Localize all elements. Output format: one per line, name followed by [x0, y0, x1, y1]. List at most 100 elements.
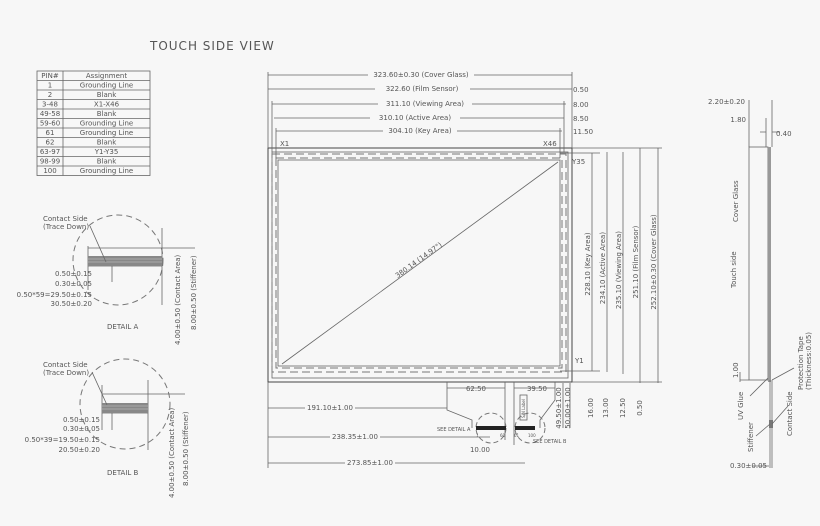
right-offset-0: 16.00 [587, 398, 595, 418]
detail-a: Contact Side (Trace Down) 0.50±0.15 0.30… [17, 214, 198, 345]
dim-49-50: 49.50±1.00 [555, 387, 563, 429]
front-view: 380.14 (14.97") X1 X46 Y35 Y1 323.60±0.3… [267, 70, 662, 468]
detail-b-marker [514, 412, 546, 444]
uv-glue-label: UV Glue [737, 392, 745, 420]
pin-assignment: Grounding Line [80, 129, 133, 137]
detail-b-callout-2: (Trace Down) [43, 369, 89, 377]
pin-assignment: Blank [97, 110, 117, 118]
pin-assignment: Y1-Y35 [94, 148, 119, 156]
right-dimensions: 228.10 (Key Area) 234.10 (Active Area) 2… [560, 147, 662, 418]
side-stiffener [769, 420, 773, 428]
side-dim-1-80: 1.80 [730, 116, 746, 124]
diagonal-line [281, 161, 559, 365]
dim-191-10: 191.10±1.00 [307, 404, 353, 412]
detail-a-callout-2: (Trace Down) [43, 223, 89, 231]
contact-strip-a [88, 256, 162, 266]
pin-assignment: Grounding Line [80, 167, 133, 175]
active-area-width: 310.10 (Active Area) [379, 114, 451, 122]
viewing-area-outline [271, 153, 567, 373]
connector-a [476, 426, 506, 430]
pin-number: 63-97 [40, 148, 60, 156]
pin-assignment: Blank [97, 91, 117, 99]
dim-10-00: 10.00 [470, 446, 490, 454]
offset-0: 0.50 [573, 86, 589, 94]
pin-number: 49-58 [40, 110, 60, 118]
see-detail-a: SEE DETAIL A [437, 427, 471, 433]
active-area-outline [275, 157, 563, 369]
pin-number: 1 [48, 82, 52, 90]
pin-61: 61 [514, 433, 520, 438]
pin-number: 61 [46, 129, 55, 137]
pin-table-border [36, 70, 151, 176]
dim-39-50: 39.50 [527, 385, 547, 393]
right-offset-3: 0.50 [636, 400, 644, 416]
detail-a-contact-area: 4.00±0.50 (Contact Area) [174, 254, 182, 345]
detail-a-stiffener: 8.00±0.50 (Stiffener) [190, 255, 198, 330]
connector-b [515, 426, 535, 430]
side-dim-0-30: 0.30±0.05 [730, 462, 767, 470]
protection-tape-label: Protection Tape [797, 336, 805, 390]
touch-side-label: Touch side [730, 251, 738, 289]
detail-b-dim-3: 0.50*39=19.50±0.15 [25, 436, 100, 444]
side-cover-glass [748, 146, 769, 381]
pin-assignment: Grounding Line [80, 120, 133, 128]
detail-b-dim-4: 20.50±0.20 [59, 446, 101, 454]
side-dim-1-00: 1.00 [732, 362, 740, 378]
dim-50-00: 50.00±1.00 [564, 387, 572, 429]
detail-a-dim-4: 30.50±0.20 [51, 300, 93, 308]
right-offset-2: 12.50 [619, 398, 627, 418]
contact-side-label: Contact Side [786, 391, 794, 436]
dim-238-35: 238.35±1.00 [332, 433, 378, 441]
offset-2: 8.50 [573, 115, 589, 123]
detail-b-callout-1: Contact Side [43, 361, 88, 369]
see-detail-b: SEE DETAIL B [533, 439, 567, 445]
pin-number: 2 [48, 91, 52, 99]
drawing-title: TOUCH SIDE VIEW [149, 39, 275, 53]
film-sensor-outline [271, 151, 569, 379]
pin-number: 59-60 [40, 120, 60, 128]
offset-3: 11.50 [573, 128, 593, 136]
x46-label: X46 [543, 140, 557, 148]
viewing-area-width: 311.10 (Viewing Area) [386, 100, 464, 108]
right-offset-1: 13.00 [602, 398, 610, 418]
side-dim-0-40: 0.40 [776, 130, 792, 138]
detail-a-label: DETAIL A [107, 323, 139, 331]
key-area-outline [277, 159, 561, 367]
bottom-dimensions: 62.50 39.50 191.10±1.00 238.35±1.00 273.… [267, 382, 572, 468]
pin-1: 1 [476, 433, 479, 438]
detail-b-contact-area: 4.00±0.50 (Contact Area) [168, 407, 176, 498]
assignment-header: Assignment [86, 72, 127, 80]
contact-strip-b [102, 403, 148, 413]
dim-273-85: 273.85±1.00 [347, 459, 393, 467]
pin-assignment: Blank [97, 139, 117, 147]
sn-label-box [519, 394, 528, 421]
pin-60: 60 [500, 433, 506, 438]
film-sensor-width: 322.60 (Film Sensor) [386, 85, 459, 93]
pin-100: 100 [528, 433, 536, 438]
key-area-width: 304.10 (Key Area) [388, 127, 451, 135]
side-dim-2-20: 2.20±0.20 [708, 98, 745, 106]
detail-b-dim-1: 0.50±0.15 [63, 416, 100, 424]
pin-number: 3-48 [42, 101, 58, 109]
sn-label: S/N Label [521, 399, 526, 418]
offset-1: 8.00 [573, 101, 589, 109]
top-dimensions: 323.60±0.30 (Cover Glass) 322.60 (Film S… [267, 70, 593, 158]
detail-b: Contact Side (Trace Down) 0.50±0.15 0.30… [25, 358, 190, 498]
cover-glass-outline [267, 147, 573, 383]
pin-number: 98-99 [40, 158, 60, 166]
detail-b-dim-2: 0.30±0.05 [63, 425, 100, 433]
key-area-height: 228.10 (Key Area) [584, 232, 592, 295]
pin-number: 100 [43, 167, 56, 175]
active-area-height: 234.10 (Active Area) [599, 232, 607, 304]
pin-assignment: X1-X46 [94, 101, 120, 109]
stiffener-label: Stiffener [747, 422, 755, 452]
detail-b-label: DETAIL B [107, 469, 139, 477]
film-sensor-height: 251.10 (Film Sensor) [632, 225, 640, 298]
detail-a-dim-2: 0.30±0.05 [55, 280, 92, 288]
cover-glass-width: 323.60±0.30 (Cover Glass) [373, 71, 469, 79]
detail-a-dim-3: 0.50*59=29.50±0.15 [17, 291, 92, 299]
protection-thickness-label: (Thickness:0.05) [805, 332, 813, 390]
pin-number: 62 [46, 139, 55, 147]
pin-header: PIN# [41, 72, 59, 80]
diagonal-label: 380.14 (14.97") [394, 241, 444, 280]
